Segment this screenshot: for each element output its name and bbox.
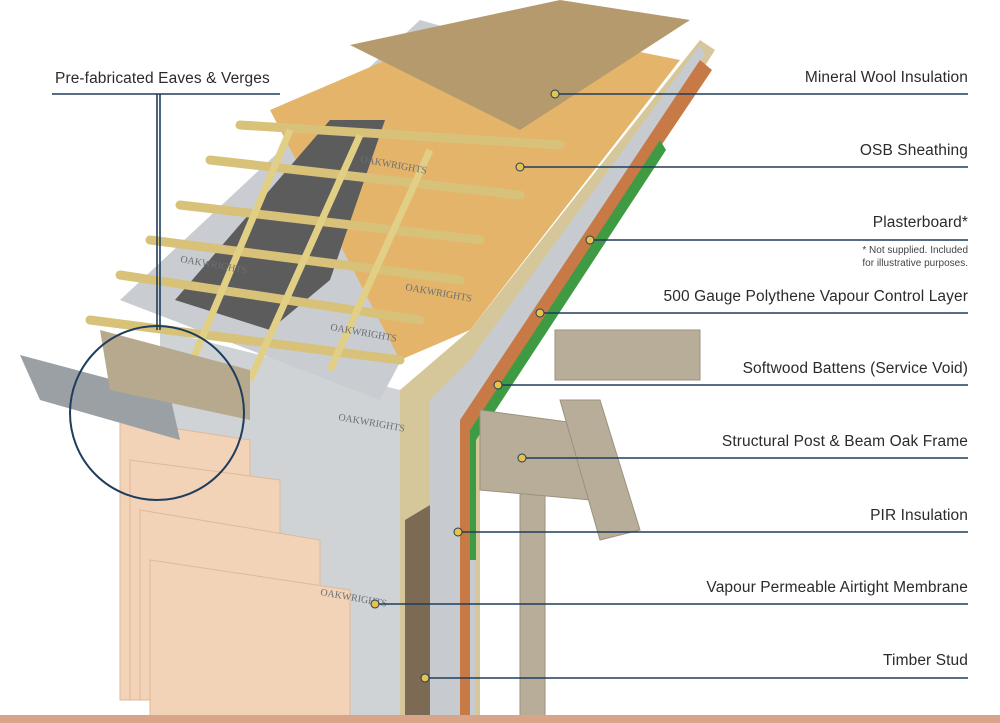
label-stud: Timber Stud (883, 652, 968, 669)
label-vcl: 500 Gauge Polythene Vapour Control Layer (663, 288, 968, 305)
eaves-timber (100, 330, 250, 420)
plasterboard-note-line-2: for illustrative purposes. (862, 258, 968, 269)
label-mineral-wool: Mineral Wool Insulation (804, 69, 968, 86)
label-plasterboard: Plasterboard* (872, 214, 968, 231)
oak-frame (479, 329, 701, 721)
label-eaves: Pre-fabricated Eaves & Verges (55, 70, 270, 87)
label-battens: Softwood Battens (Service Void) (742, 360, 968, 377)
wall-wool (405, 505, 430, 720)
leader-dots (370, 89, 595, 683)
gutter (20, 355, 180, 440)
label-membrane: Vapour Permeable Airtight Membrane (706, 579, 968, 596)
gable-section (400, 40, 715, 720)
roof-mineral-wool (350, 0, 690, 130)
plasterboard-note-line-1: * Not supplied. Included (862, 245, 968, 256)
label-osb: OSB Sheathing (859, 142, 968, 159)
label-pir: PIR Insulation (870, 507, 968, 524)
bottom-accent-bar (0, 715, 1000, 723)
leader-lines (52, 93, 968, 679)
wall-siding (119, 419, 351, 721)
label-oak-frame: Structural Post & Beam Oak Frame (721, 433, 968, 450)
counter-battens (176, 128, 434, 392)
